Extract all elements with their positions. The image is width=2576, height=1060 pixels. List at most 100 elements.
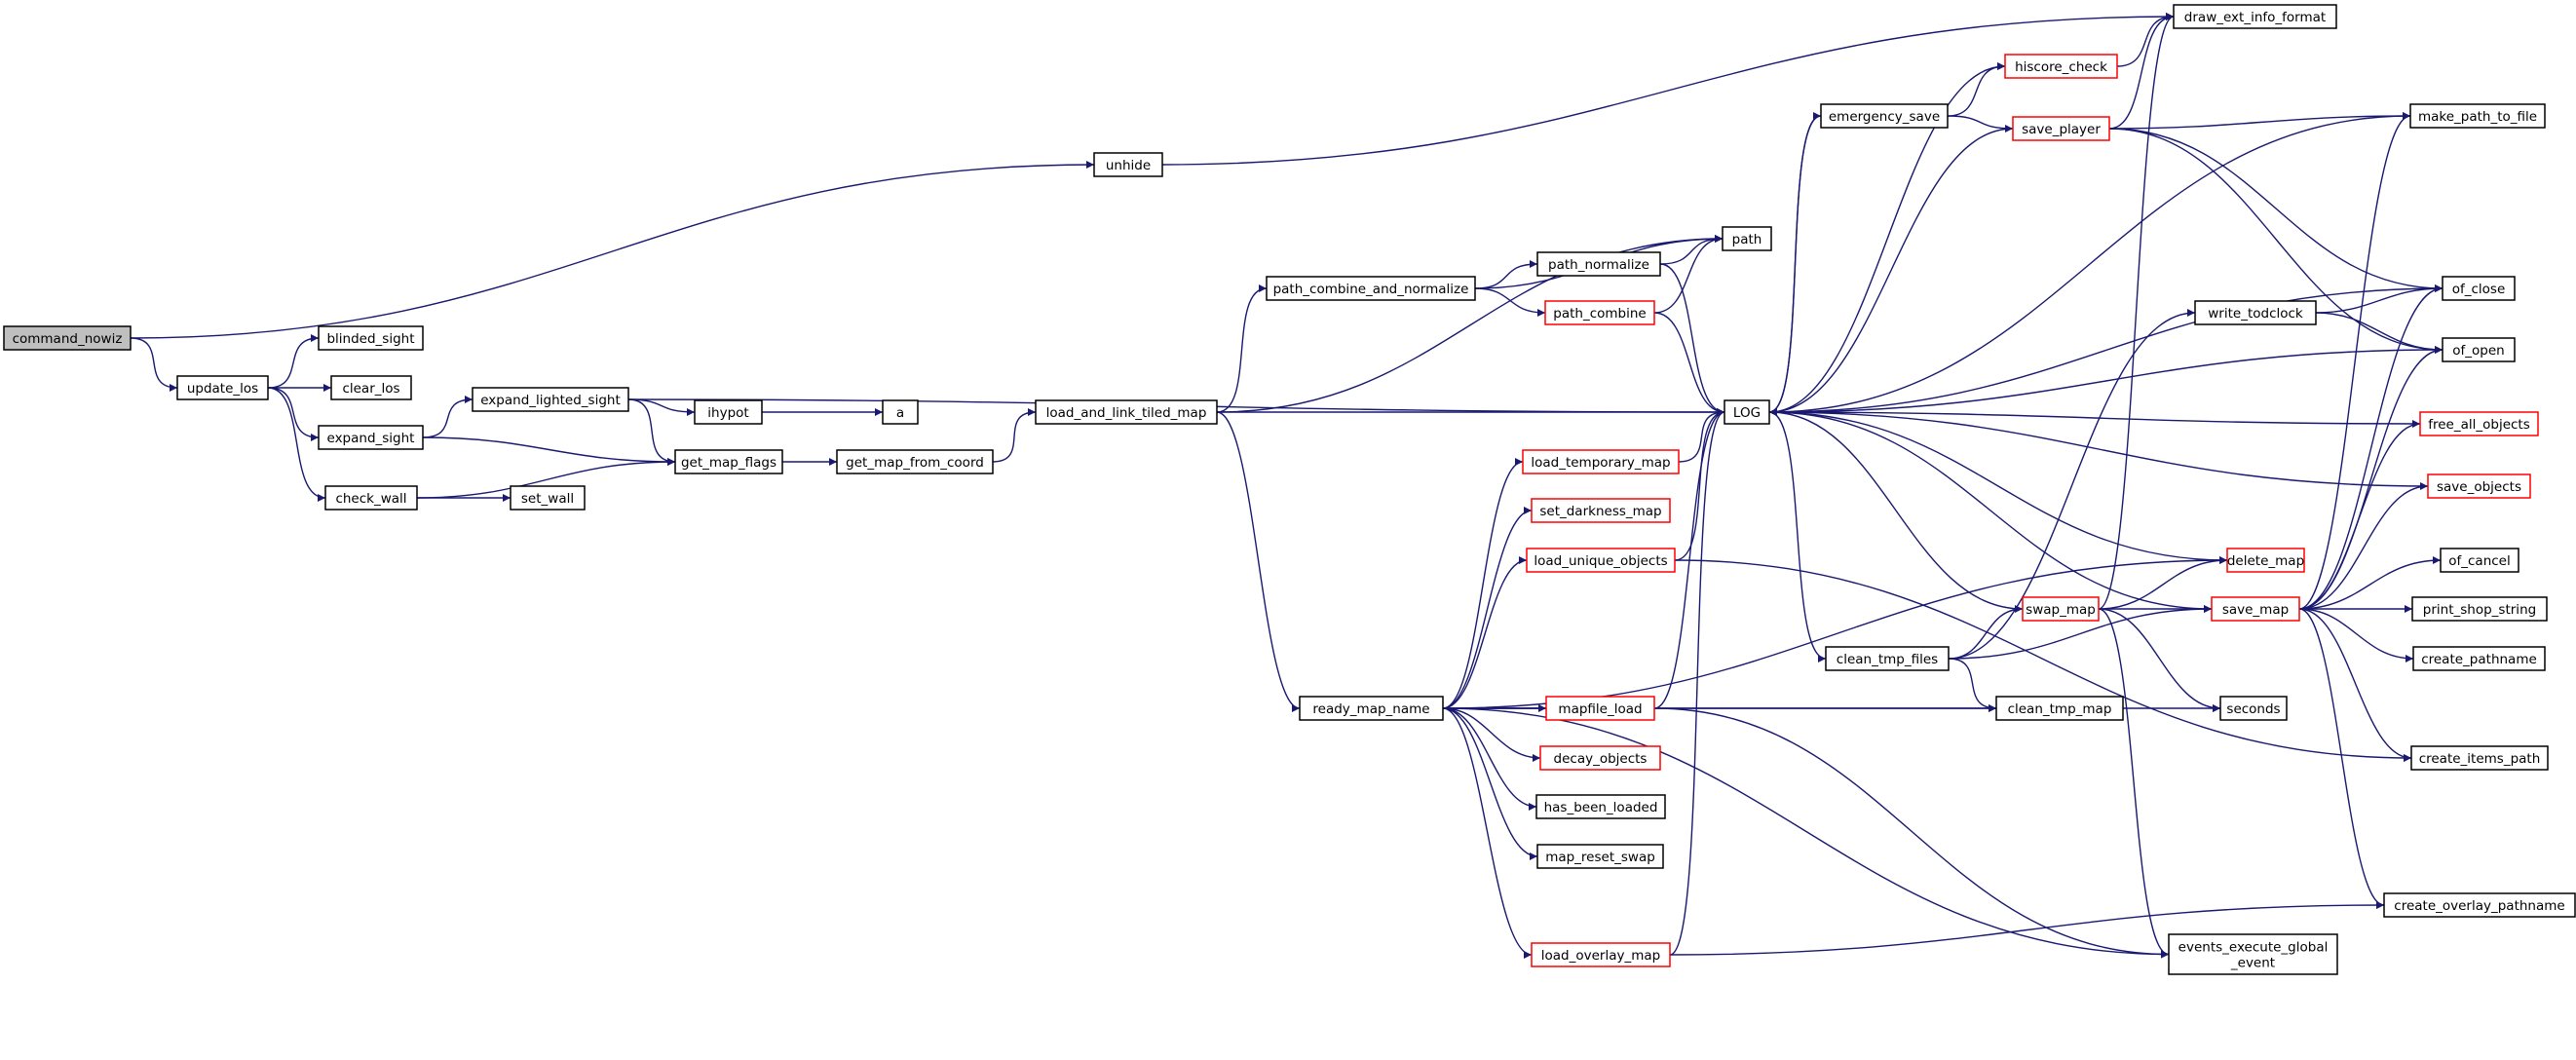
node-events-execute-global-event[interactable]: events_execute_global_event (2168, 933, 2338, 975)
edge-unhide-to-draw-ext-info-format (1161, 13, 2175, 166)
node-free-all-objects[interactable]: free_all_objects (2419, 411, 2539, 436)
edge-load-unique-objects-to-LOG (1674, 408, 1725, 561)
node-clear-los[interactable]: clear_los (330, 375, 412, 400)
edge-delete-map-to-LOG (1768, 408, 2228, 561)
node-swap-map[interactable]: swap_map (2022, 596, 2100, 622)
node-hiscore-check[interactable]: hiscore_check (2004, 54, 2118, 79)
node-box (674, 449, 783, 474)
node-LOG[interactable]: LOG (1724, 399, 1770, 425)
node-label: create_overlay_pathname (2394, 898, 2564, 914)
edge-mapfile-load-to-LOG (1653, 408, 1725, 709)
node-label: get_map_from_coord (846, 455, 984, 471)
node-load-temporary-map[interactable]: load_temporary_map (1522, 449, 1680, 474)
edge-path-combine-to-path (1653, 235, 1724, 314)
edge-ready-map-name-to-decay-objects (1442, 707, 1541, 762)
node-a[interactable]: a (882, 399, 919, 425)
node-check-wall[interactable]: check_wall (324, 485, 418, 511)
node-set-darkness-map[interactable]: set_darkness_map (1531, 498, 1671, 523)
node-path[interactable]: path (1722, 226, 1772, 251)
node-box (1299, 696, 1444, 721)
edge-save-player-to-of-open (2108, 128, 2443, 354)
node-box (1266, 276, 1476, 301)
edge-save-player-to-make-path-to-file (2108, 112, 2411, 130)
node-load-overlay-map[interactable]: load_overlay_map (1531, 942, 1671, 967)
node-label: command_nowiz (13, 331, 123, 347)
node-of-close[interactable]: of_close (2442, 276, 2516, 301)
node-make-path-to-file[interactable]: make_path_to_file (2409, 103, 2546, 129)
node-has-been-loaded[interactable]: has_been_loaded (1535, 794, 1666, 819)
edge-ready-map-name-to-events-execute-global-event (1442, 707, 2170, 959)
node-create-overlay-pathname[interactable]: create_overlay_pathname (2383, 892, 2576, 918)
edge-swap-map-to-LOG (1768, 408, 2024, 610)
node-map-reset-swap[interactable]: map_reset_swap (1536, 844, 1664, 869)
edge-check-wall-to-get-map-flags (416, 458, 676, 499)
node-unhide[interactable]: unhide (1093, 152, 1163, 177)
node-blinded-sight[interactable]: blinded_sight (318, 325, 424, 351)
node-get-map-flags[interactable]: get_map_flags (674, 449, 783, 474)
node-load-unique-objects[interactable]: load_unique_objects (1526, 548, 1676, 573)
edge-command-nowiz-to-update-los (130, 337, 178, 392)
node-load-and-link-tiled-map[interactable]: load_and_link_tiled_map (1035, 399, 1218, 425)
node-path-combine-and-normalize[interactable]: path_combine_and_normalize (1266, 276, 1476, 301)
edge-save-map-to-create-overlay-pathname (2298, 608, 2385, 909)
node-label: check_wall (335, 491, 406, 507)
edge-clean-tmp-files-to-clean-tmp-map (1948, 658, 1997, 712)
node-set-wall[interactable]: set_wall (510, 485, 586, 511)
edge-swap-map-to-delete-map (2098, 556, 2228, 610)
node-path-combine[interactable]: path_combine (1544, 300, 1655, 325)
node-emergency-save[interactable]: emergency_save (1820, 103, 1949, 129)
node-expand-lighted-sight[interactable]: expand_lighted_sight (472, 387, 629, 412)
edge-ready-map-name-to-map-reset-swap (1442, 707, 1538, 860)
node-create-pathname[interactable]: create_pathname (2412, 646, 2546, 671)
edge-expand-sight-to-expand-lighted-sight (422, 396, 474, 438)
node-box (1093, 152, 1163, 177)
edge-save-map-to-of-close (2298, 284, 2443, 610)
node-expand-sight[interactable]: expand_sight (318, 425, 424, 450)
node-path-normalize[interactable]: path_normalize (1536, 251, 1661, 277)
node-command-nowiz[interactable]: command_nowiz (3, 325, 132, 351)
node-ready-map-name[interactable]: ready_map_name (1299, 696, 1444, 721)
edge-swap-map-to-draw-ext-info-format (2098, 13, 2175, 610)
node-delete-map[interactable]: delete_map (2226, 548, 2305, 573)
node-box (2004, 54, 2118, 79)
node-seconds[interactable]: seconds (2219, 696, 2288, 721)
node-get-map-from-coord[interactable]: get_map_from_coord (836, 449, 994, 474)
node-ihypot[interactable]: ihypot (694, 399, 763, 425)
node-label: events_execute_global (2178, 940, 2329, 956)
node-box (318, 425, 424, 450)
node-box (472, 387, 629, 412)
node-save-objects[interactable]: save_objects (2427, 473, 2531, 499)
node-draw-ext-info-format[interactable]: draw_ext_info_format (2173, 4, 2337, 29)
edge-emergency-save-to-save-player (1947, 115, 2014, 132)
node-box (2219, 696, 2288, 721)
node-update-los[interactable]: update_los (176, 375, 269, 400)
node-box (510, 485, 586, 511)
node-box (836, 449, 994, 474)
node-label: swap_map (2026, 602, 2096, 618)
node-box (1536, 251, 1661, 277)
node-label: load_unique_objects (1534, 553, 1667, 569)
node-box (2012, 116, 2110, 141)
edge-path-combine-to-LOG (1653, 312, 1725, 416)
node-box (2383, 892, 2576, 918)
call-edges (130, 13, 2443, 959)
node-label: path_combine (1553, 306, 1646, 322)
node-decay-objects[interactable]: decay_objects (1539, 745, 1661, 771)
node-print-shop-string[interactable]: print_shop_string (2411, 596, 2548, 622)
node-save-player[interactable]: save_player (2012, 116, 2110, 141)
edge-load-overlay-map-to-LOG (1669, 408, 1725, 956)
node-clean-tmp-files[interactable]: clean_tmp_files (1825, 646, 1950, 671)
node-write-todclock[interactable]: write_todclock (2194, 300, 2317, 325)
node-mapfile-load[interactable]: mapfile_load (1545, 696, 1655, 721)
node-save-map[interactable]: save_map (2211, 596, 2300, 622)
node-label: has_been_loaded (1544, 800, 1658, 815)
node-create-items-path[interactable]: create_items_path (2410, 745, 2549, 771)
node-clean-tmp-map[interactable]: clean_tmp_map (1995, 696, 2124, 721)
edge-hiscore-check-to-draw-ext-info-format (2116, 13, 2175, 67)
node-label: free_all_objects (2428, 417, 2530, 433)
node-of-cancel[interactable]: of_cancel (2440, 548, 2519, 573)
edge-ready-map-name-to-load-unique-objects (1442, 556, 1528, 709)
node-label: blinded_sight (326, 331, 414, 347)
node-of-open[interactable]: of_open (2442, 337, 2516, 362)
